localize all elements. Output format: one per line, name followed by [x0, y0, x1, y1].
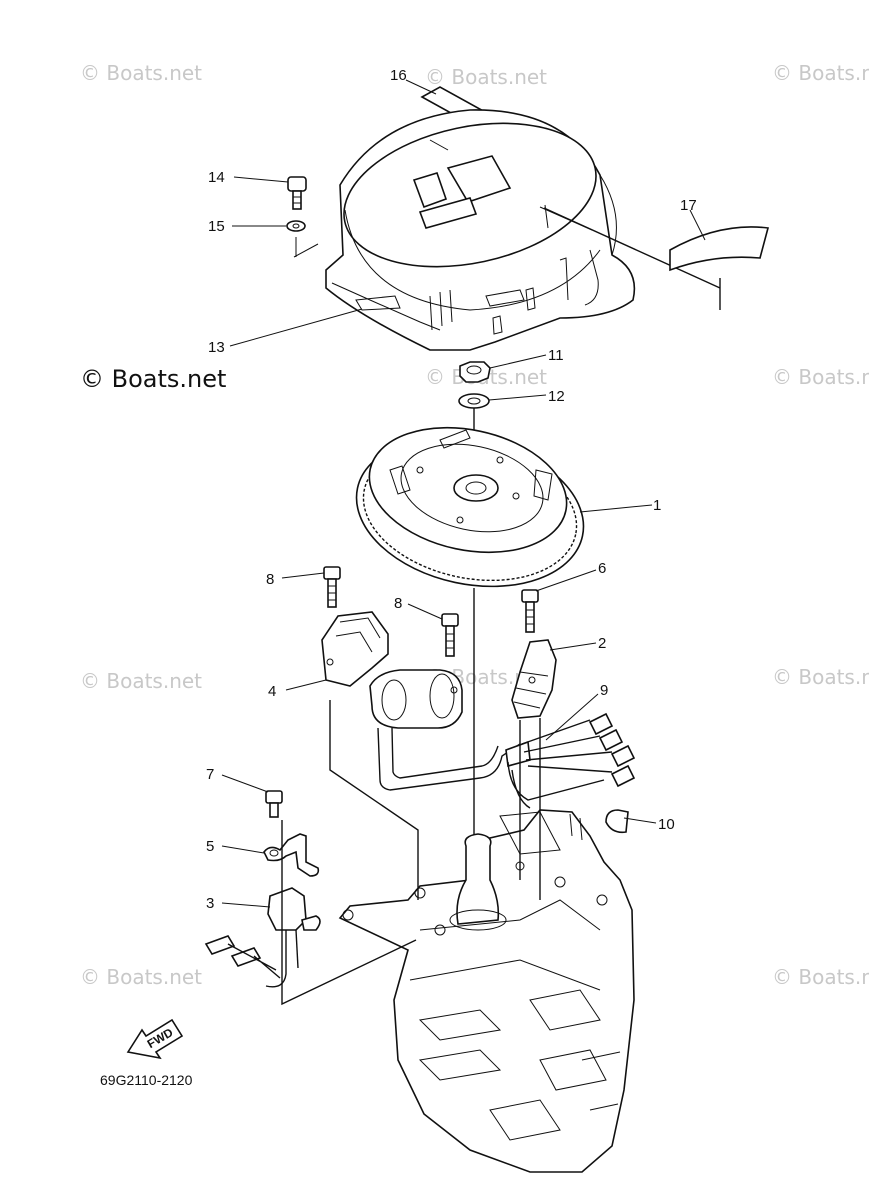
callout-11: 11 [548, 347, 564, 364]
watermark-text: © Boats.net [772, 965, 869, 989]
callout-8: 8 [266, 571, 274, 588]
callout-4: 4 [268, 683, 276, 700]
part-11-nut [459, 361, 491, 383]
part-7-screw [265, 790, 283, 818]
powerhead-block [338, 809, 635, 1173]
watermark-text: © Boats.net [772, 61, 869, 85]
part-12-washer [458, 393, 490, 409]
callout-8: 8 [394, 595, 402, 612]
watermark-text: © Boats.net [80, 61, 202, 85]
assembly-guide-lines [281, 700, 541, 1006]
callout-1: 1 [653, 497, 661, 514]
part-1-flywheel [355, 426, 585, 588]
part-5-clamp [263, 833, 320, 877]
callout-leaders [221, 79, 706, 908]
watermark-text: © Boats.net [80, 669, 202, 693]
fwd-arrow-icon: FWD [126, 1018, 184, 1060]
part-4-charge-coil [321, 611, 463, 729]
part-6-bolt [521, 589, 539, 633]
callout-5: 5 [206, 838, 214, 855]
callout-9: 9 [600, 682, 608, 699]
callout-2: 2 [598, 635, 606, 652]
callout-6: 6 [598, 560, 606, 577]
part-3-rectifier [204, 887, 321, 988]
watermark-text: © Boats.net [425, 65, 547, 89]
callout-12: 12 [548, 388, 565, 405]
part-13-flywheel-cover [293, 109, 721, 351]
coil-wiring [377, 712, 636, 809]
part-8-bolt-left [323, 566, 341, 608]
watermark-text: © Boats.net [772, 365, 869, 389]
part-17-decal [669, 226, 770, 272]
part-14-bolt [287, 176, 307, 210]
watermark-text: © Boats.net [772, 665, 869, 689]
watermark-text: © Boats.net [80, 965, 202, 989]
callout-15: 15 [208, 218, 225, 235]
callout-17: 17 [680, 197, 697, 214]
part-2-pulser-coil [511, 639, 557, 719]
callout-13: 13 [208, 339, 225, 356]
callout-16: 16 [390, 67, 407, 84]
watermark-logo: © Boats.net [80, 365, 226, 393]
part-10-grommet [605, 809, 629, 834]
part-15-washer [286, 220, 306, 232]
part-8-bolt-center [441, 613, 459, 657]
callout-3: 3 [206, 895, 214, 912]
diagram-code: 69G2110-2120 [100, 1072, 193, 1088]
callout-10: 10 [658, 816, 675, 833]
callout-numbers: 1 2 3 4 5 6 7 8 8 9 10 11 12 13 14 15 16… [206, 67, 697, 912]
callout-14: 14 [208, 169, 225, 186]
callout-7: 7 [206, 766, 214, 783]
